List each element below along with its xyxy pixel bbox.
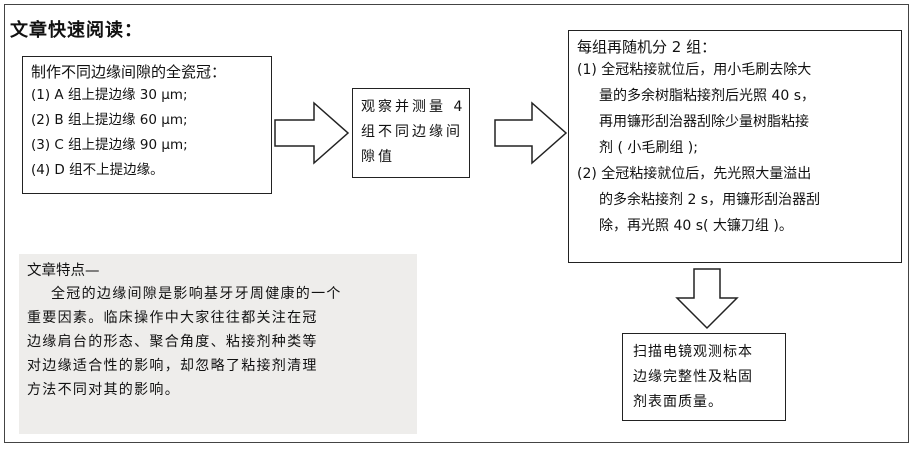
crown-group-item: (2) B 组上提边缘 60 μm; [31,112,188,128]
measure-gap-line: 观察并测量 4 [361,99,466,115]
right-arrow-1 [274,101,350,165]
measure-gap-box: 观察并测量 4 组不同边缘间 隙值 [352,88,470,178]
crown-groups-box: 制作不同边缘间隙的全瓷冠： (1) A 组上提边缘 30 μm; (2) B 组… [22,56,272,194]
sem-observation-line: 边缘完整性及粘固 [633,369,753,385]
crown-group-item: (4) D 组不上提边缘。 [31,162,164,178]
subgroup-item-1-line: 再用镰形刮治器刮除少量树脂粘接 [599,114,809,130]
diagram-title: 文章快速阅读： [10,20,143,41]
sem-observation-line: 剂表面质量。 [633,394,723,410]
down-arrow [675,268,739,330]
crown-group-item: (1) A 组上提边缘 30 μm; [31,87,188,103]
subgroup-heading: 每组再随机分 2 组： [577,38,717,56]
subgroup-method-box: 每组再随机分 2 组： (1) 全冠粘接就位后，用小毛刷去除大 量的多余树脂粘接… [568,30,902,263]
feature-line: 方法不同对其的影响。 [27,382,180,398]
measure-gap-line: 组不同边缘间 [361,124,463,140]
crown-group-item: (3) C 组上提边缘 90 μm; [31,137,188,153]
crown-groups-heading: 制作不同边缘间隙的全瓷冠： [31,63,227,81]
subgroup-item-2-line: (2) 全冠粘接就位后，先光照大量溢出 [577,166,812,182]
sem-observation-line: 扫描电镜观测标本 [633,344,753,360]
sem-observation-box: 扫描电镜观测标本 边缘完整性及粘固 剂表面质量。 [622,333,786,421]
article-feature-panel: 文章特点— 全冠的边缘间隙是影响基牙牙周健康的一个 重要因素。临床操作中大家往往… [19,254,417,434]
subgroup-item-1-line: 剂 ( 小毛刷组 ); [599,140,698,156]
feature-line: 边缘肩台的形态、聚合角度、粘接剂种类等 [27,334,318,350]
right-arrow-2 [494,101,568,165]
subgroup-item-1-line: (1) 全冠粘接就位后，用小毛刷去除大 [577,62,812,78]
feature-line: 全冠的边缘间隙是影响基牙牙周健康的一个 [51,286,342,302]
subgroup-item-1-line: 量的多余树脂粘接剂后光照 40 s， [599,88,816,104]
subgroup-item-2-line: 除，再光照 40 s( 大镰刀组 )。 [599,218,793,234]
feature-line: 对边缘适合性的影响，却忽略了粘接剂清理 [27,358,318,374]
feature-line: 重要因素。临床操作中大家往往都关注在冠 [27,310,318,326]
subgroup-item-2-line: 的多余粘接剂 2 s，用镰形刮治器刮 [599,192,821,208]
measure-gap-line: 隙值 [361,149,395,165]
feature-heading: 文章特点— [27,263,100,279]
